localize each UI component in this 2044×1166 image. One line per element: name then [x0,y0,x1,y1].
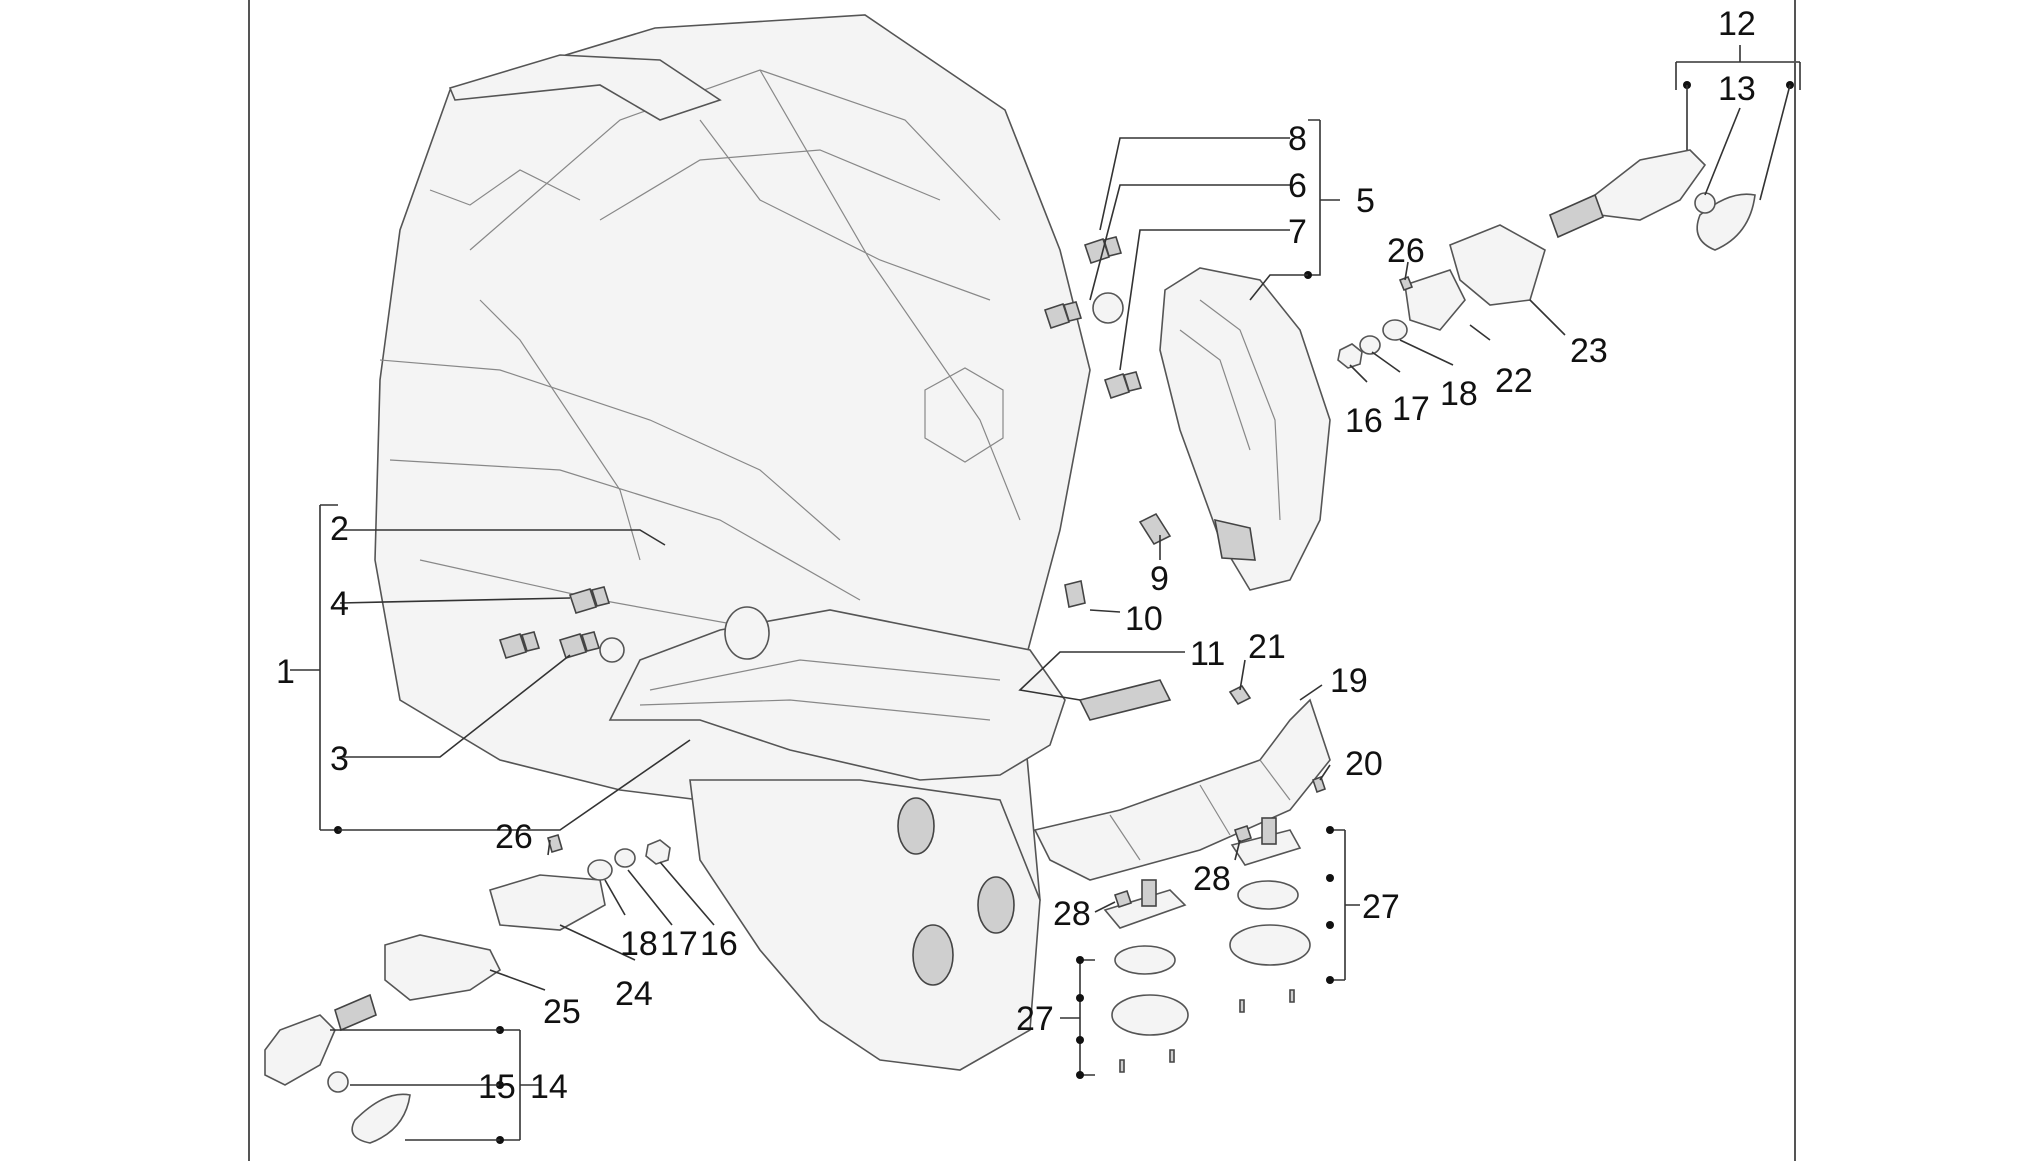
mudguard-lamp-slot-bottom [912,924,954,986]
clip-9 [1138,512,1172,546]
reflector-11 [1078,679,1172,721]
license-plate-holder-19 [1033,684,1331,881]
callout-18-right: 18 [1440,375,1478,413]
screw-26-left [547,834,563,853]
callout-16-right: 16 [1345,402,1383,440]
callout-25: 25 [543,993,581,1031]
bracket-22 [1404,269,1466,331]
bulb-3 [558,631,601,659]
left-turn-indicator [264,834,671,1144]
callout-7: 7 [1288,213,1307,251]
mudguard-lamp-slot-top [897,797,935,855]
callout-14: 14 [530,1068,568,1106]
nut-28-right [1233,824,1253,844]
nut-28-left [1113,889,1133,909]
screw-20 [1311,775,1327,794]
callout-1: 1 [276,653,295,691]
hexagon-emblem [924,367,1004,463]
bulb-4 [568,586,611,614]
bracket-24 [489,874,606,931]
bulb-6-holder [1043,301,1083,330]
bulb-left [498,631,541,659]
callout-13: 13 [1718,70,1756,108]
callout-21: 21 [1248,628,1286,666]
mudguard-lamp-slot-right [977,876,1015,934]
callout-28-left: 28 [1053,895,1091,933]
bulb-13 [1694,192,1716,214]
callout-20: 20 [1345,745,1383,783]
callout-17-left: 17 [660,925,698,963]
nut-21 [1228,684,1252,706]
indicator-12-spring [1548,193,1605,239]
bulb-7 [1103,371,1143,400]
callout-3: 3 [330,740,349,778]
right-tail-lamp [1043,236,1331,608]
callout-2: 2 [330,510,349,548]
callout-6: 6 [1288,167,1307,205]
callout-23: 23 [1570,332,1608,370]
callout-17-right: 17 [1392,390,1430,428]
callout-16-left: 16 [700,925,738,963]
nut-16-left [645,839,671,865]
callout-numbers: 1 2 3 4 5 6 7 8 9 10 11 12 13 14 15 16 1… [276,5,1756,1106]
callout-4: 4 [330,585,349,623]
rear-mudguard [689,779,1041,1071]
washer-17-left [614,848,636,868]
callout-27-left: 27 [1016,1000,1054,1038]
nut-16-right [1337,343,1363,369]
leader-lines [290,45,1801,1144]
callout-8: 8 [1288,120,1307,158]
callout-28-right: 28 [1193,860,1231,898]
screw-26-right [1398,275,1414,292]
left-tail-lamp [498,586,1066,781]
callout-15: 15 [478,1068,516,1106]
rear-grab-rail [448,54,722,121]
lens-left [351,1093,411,1144]
washer-18-right [1382,319,1408,341]
callout-19: 19 [1330,662,1368,700]
plate-lamp-27-right [1229,817,1311,1013]
callout-12: 12 [1718,5,1756,43]
cover-25 [384,934,502,1001]
bulb-2 [724,606,770,660]
plate-lamp-27-left [1103,824,1253,1073]
washer-17-right [1359,335,1381,355]
bulb-6 [1092,292,1124,324]
indicator-14-spring [334,993,377,1032]
screw-10 [1064,580,1086,608]
indicator-14-lens [264,1014,336,1086]
right-turn-indicator [1337,149,1756,369]
callout-18-left: 18 [620,925,658,963]
callout-11: 11 [1190,635,1225,673]
callout-5: 5 [1356,182,1375,220]
bulb-15 [327,1071,349,1093]
cover-23 [1449,224,1546,306]
callout-10: 10 [1125,600,1163,638]
callout-26-right: 26 [1387,232,1425,270]
callout-24: 24 [615,975,653,1013]
callout-26-left: 26 [495,818,533,856]
callout-22: 22 [1495,362,1533,400]
washer-18-left [587,859,613,881]
callout-9: 9 [1150,560,1169,598]
callout-27-right: 27 [1362,888,1400,926]
